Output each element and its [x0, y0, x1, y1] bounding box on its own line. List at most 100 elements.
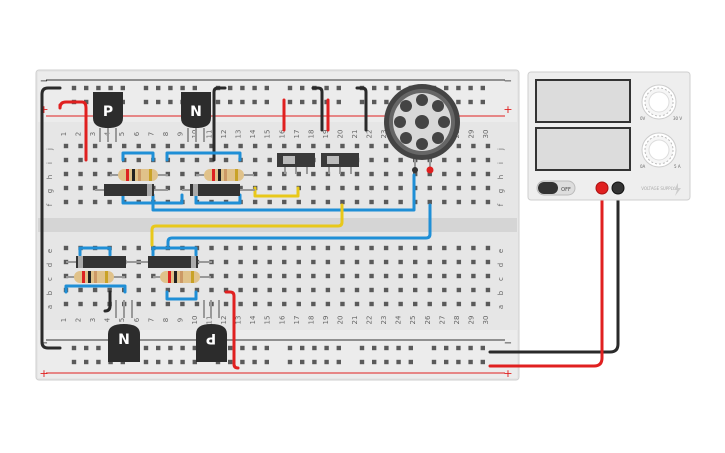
breadboard-hole[interactable] [143, 359, 149, 365]
breadboard-hole[interactable] [427, 171, 432, 177]
breadboard-hole[interactable] [300, 359, 305, 365]
breadboard-hole[interactable] [485, 185, 491, 191]
breadboard-hole[interactable] [468, 345, 473, 351]
breadboard-hole[interactable] [336, 99, 341, 105]
breadboard-hole[interactable] [336, 359, 341, 365]
breadboard-hole[interactable] [78, 171, 83, 177]
breadboard-hole[interactable] [192, 85, 197, 91]
breadboard-hole[interactable] [136, 287, 141, 293]
diode-3[interactable] [66, 256, 140, 268]
breadboard-hole[interactable] [383, 143, 389, 149]
breadboard-hole[interactable] [192, 345, 197, 351]
breadboard-hole[interactable] [442, 185, 447, 191]
wire-blue-bottom-1[interactable] [78, 246, 112, 257]
breadboard-hole[interactable] [96, 85, 101, 91]
breadboard-hole[interactable] [136, 301, 141, 307]
breadboard-hole[interactable] [287, 359, 293, 365]
breadboard-hole[interactable] [354, 301, 360, 307]
breadboard-hole[interactable] [252, 99, 257, 105]
breadboard-hole[interactable] [311, 199, 316, 205]
breadboard-hole[interactable] [252, 287, 258, 293]
transistors[interactable]: P N N P [93, 92, 227, 362]
wires[interactable] [40, 86, 620, 370]
breadboard-hole[interactable] [107, 171, 112, 177]
breadboard-hole[interactable] [223, 259, 229, 265]
breadboard-hole[interactable] [84, 359, 89, 365]
breadboard-hole[interactable] [485, 273, 491, 279]
breadboard-hole[interactable] [456, 157, 462, 163]
breadboard-hole[interactable] [228, 85, 233, 91]
breadboard-hole[interactable] [240, 345, 245, 351]
breadboard-hole[interactable] [228, 99, 233, 105]
breadboard-hole[interactable] [264, 99, 269, 105]
breadboard-hole[interactable] [485, 143, 491, 149]
breadboard-hole[interactable] [180, 185, 185, 191]
breadboard-hole[interactable] [442, 259, 447, 265]
breadboard-hole[interactable] [383, 301, 389, 307]
breadboard-hole[interactable] [354, 287, 360, 293]
breadboard-hole[interactable] [384, 345, 389, 351]
breadboard-hole[interactable] [383, 199, 389, 205]
breadboard-hole[interactable] [223, 143, 229, 149]
resistor-1[interactable] [110, 169, 168, 181]
breadboard-hole[interactable] [396, 85, 401, 91]
breadboard-hole[interactable] [136, 273, 141, 279]
breadboard-hole[interactable] [340, 199, 345, 205]
breadboard-hole[interactable] [398, 185, 403, 191]
breadboard-hole[interactable] [383, 171, 389, 177]
breadboard-hole[interactable] [311, 259, 316, 265]
breadboard-hole[interactable] [444, 359, 449, 365]
breadboard-hole[interactable] [340, 245, 345, 251]
breadboard-hole[interactable] [369, 185, 374, 191]
slide-switch-2[interactable] [321, 153, 359, 174]
breadboard-hole[interactable] [194, 301, 200, 307]
breadboard-hole[interactable] [267, 301, 272, 307]
breadboard-hole[interactable] [238, 245, 243, 251]
breadboard-hole[interactable] [71, 345, 77, 351]
breadboard-hole[interactable] [238, 287, 243, 293]
resistors[interactable] [66, 169, 254, 283]
breadboard-hole[interactable] [480, 359, 485, 365]
breadboard-hole[interactable] [96, 345, 101, 351]
breadboard-hole[interactable] [180, 143, 185, 149]
breadboard-hole[interactable] [92, 301, 98, 307]
breadboard-hole[interactable] [296, 287, 301, 293]
breadboard-hole[interactable] [398, 245, 403, 251]
breadboard-hole[interactable] [485, 157, 491, 163]
transistor-p-top[interactable]: P [93, 92, 123, 142]
breadboard-hole[interactable] [427, 301, 432, 307]
breadboard-hole[interactable] [267, 171, 272, 177]
wire-blue-bottom-4[interactable] [165, 290, 198, 301]
breadboard-hole[interactable] [456, 345, 461, 351]
voltage-knob[interactable] [641, 84, 677, 120]
wire-blue-top-2[interactable] [165, 151, 242, 162]
breadboard-hole[interactable] [296, 143, 301, 149]
breadboard-hole[interactable] [413, 245, 418, 251]
breadboard-hole[interactable] [92, 185, 98, 191]
breadboard-hole[interactable] [168, 359, 173, 365]
breadboard-hole[interactable] [340, 287, 345, 293]
breadboard-hole[interactable] [442, 157, 447, 163]
breadboard-hole[interactable] [78, 287, 83, 293]
breadboard-hole[interactable] [456, 143, 462, 149]
wire-red-bottom-1[interactable] [224, 290, 240, 370]
breadboard-hole[interactable] [354, 171, 360, 177]
breadboard-hole[interactable] [456, 301, 462, 307]
transistor-n-top[interactable]: N [181, 92, 211, 142]
breadboard-hole[interactable] [384, 359, 389, 365]
breadboard-hole[interactable] [252, 85, 257, 91]
breadboard-hole[interactable] [63, 199, 69, 205]
breadboard-hole[interactable] [300, 345, 305, 351]
wire-red-top-left[interactable] [58, 100, 88, 162]
transistor-n-bottom[interactable]: N [108, 300, 140, 362]
breadboard-hole[interactable] [240, 359, 245, 365]
breadboard-hole[interactable] [340, 259, 345, 265]
breadboard-hole[interactable] [107, 199, 112, 205]
breadboard-hole[interactable] [71, 359, 77, 365]
breadboard-hole[interactable] [383, 157, 389, 163]
breadboard-hole[interactable] [480, 345, 485, 351]
breadboard-hole[interactable] [267, 259, 272, 265]
breadboard-hole[interactable] [325, 143, 331, 149]
breadboard-hole[interactable] [384, 85, 389, 91]
breadboard-hole[interactable] [209, 245, 214, 251]
